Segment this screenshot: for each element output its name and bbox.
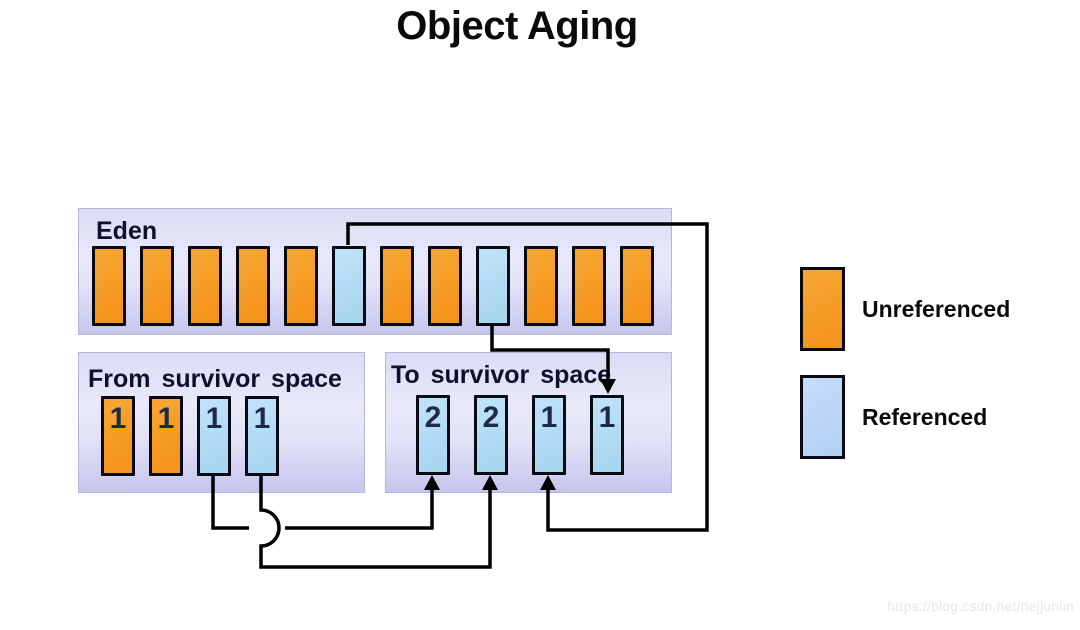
referenced-object-bar — [332, 246, 366, 326]
legend-item-unreferenced: Unreferenced — [800, 267, 1070, 351]
unreferenced-object-bar — [284, 246, 318, 326]
referenced-object-bar: 1 — [532, 395, 566, 475]
page-title: Object Aging — [396, 4, 638, 48]
object-age-label: 1 — [157, 402, 175, 435]
unreferenced-object-bar: 1 — [101, 396, 135, 476]
referenced-label: Referenced — [862, 403, 988, 430]
unreferenced-object-bar — [236, 246, 270, 326]
unreferenced-object-bar — [140, 246, 174, 326]
object-age-label: 2 — [482, 401, 500, 434]
to-survivor-label: To survivor space — [391, 361, 612, 389]
unreferenced-object-bar — [572, 246, 606, 326]
legend-item-referenced: Referenced — [800, 375, 1070, 459]
unreferenced-object-bar — [188, 246, 222, 326]
referenced-object-bar: 2 — [416, 395, 450, 475]
referenced-object-bar — [476, 246, 510, 326]
unreferenced-object-bar — [524, 246, 558, 326]
referenced-object-bar: 1 — [197, 396, 231, 476]
unreferenced-object-bar — [428, 246, 462, 326]
eden-space-box: Eden — [78, 208, 672, 335]
to-survivor-space-box: To survivor space 2 2 1 1 — [385, 352, 672, 493]
from-survivor-label: From survivor space — [88, 365, 342, 393]
referenced-object-bar: 1 — [245, 396, 279, 476]
unreferenced-swatch — [800, 267, 845, 351]
object-age-label: 1 — [598, 401, 616, 434]
unreferenced-label: Unreferenced — [862, 295, 1011, 322]
unreferenced-object-bar — [92, 246, 126, 326]
referenced-object-bar: 1 — [590, 395, 624, 475]
object-age-label: 1 — [109, 402, 127, 435]
object-age-label: 1 — [205, 402, 223, 435]
unreferenced-object-bar: 1 — [149, 396, 183, 476]
object-age-label: 1 — [253, 402, 271, 435]
unreferenced-object-bar — [620, 246, 654, 326]
referenced-swatch — [800, 375, 845, 459]
legend: Unreferenced Referenced — [800, 267, 1070, 483]
watermark: https://blog.csdn.net/hejjunlin — [887, 599, 1074, 614]
object-age-label: 1 — [540, 401, 558, 434]
object-age-label: 2 — [424, 401, 442, 434]
unreferenced-object-bar — [380, 246, 414, 326]
eden-bars — [92, 246, 654, 326]
referenced-object-bar: 2 — [474, 395, 508, 475]
to-survivor-bars: 2 2 1 1 — [416, 395, 624, 475]
eden-label: Eden — [96, 217, 158, 245]
